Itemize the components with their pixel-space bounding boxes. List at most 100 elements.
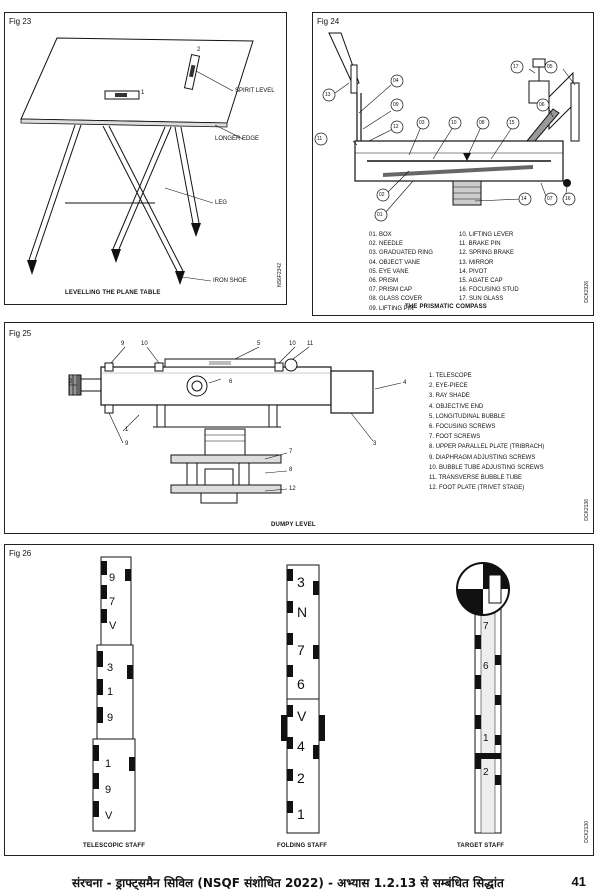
fig25-num-6: 6 [229,379,233,385]
fig25-num-8: 8 [289,467,293,473]
legend-item: 3. RAY SHADE [429,393,470,400]
fig23-code: NS6F2342 [277,263,283,287]
legend-item: 2. EYE-PIECE [429,383,468,390]
legend-item: 16. FOCUSING STUD [459,287,519,294]
telescopic-staff: 97V 319 19V [92,556,136,832]
svg-text:2: 2 [483,767,489,778]
legend-item: 04. OBJECT VANE [369,259,421,266]
legend-item: 06. PRISM [369,278,399,285]
svg-text:6: 6 [483,661,489,672]
fig24-caption: THE PRISMATIC COMPASS [405,304,487,310]
fig25-num-9a: 9 [121,341,125,347]
svg-text:1: 1 [107,686,113,698]
fig24-num-08: 08 [479,120,485,126]
fig24-code: DCK2326 [584,281,590,303]
fig24-num-14: 14 [521,196,527,202]
fig24-num-10: 10 [451,120,457,126]
target-staff: 7 6 1 2 [456,562,510,834]
caption-target-staff: TARGET STAFF [457,843,505,849]
legend-item: 08. GLASS COVER [369,296,423,303]
fig25-num-11: 11 [307,341,314,347]
page-footer: संरचना - ड्राफ्ट्समैन सिविल (NSQF संशोधि… [0,864,600,892]
legend-item: 10. BUBBLE TUBE ADJUSTING SCREWS [429,464,544,471]
fig24-num-06: 06 [539,102,545,108]
fig25-num-4: 4 [403,380,407,386]
svg-text:V: V [105,810,113,822]
callout-iron-shoe: IRON SHOE [213,278,247,284]
fig24-num-17: 17 [513,64,519,70]
svg-text:1: 1 [297,806,305,822]
fig24-num-05: 05 [547,64,553,70]
fig24-num-07: 07 [547,196,553,202]
legend-item: 03. GRADUATED RING [369,250,433,257]
legend-item: 10. LIFTING LEVER [459,232,514,238]
svg-text:9: 9 [109,572,115,584]
fig25-num-9b: 9 [125,441,129,447]
legend-item: 11. TRANSVERSE BUBBLE TUBE [429,475,523,482]
fig25-num-2: 2 [69,379,73,385]
legend-item: 4. OBJECTIVE END [429,403,484,410]
legend-item: 13. MIRROR [459,259,494,266]
legend-item: 9. DIAPHRAGM ADJUSTING SCREWS [429,454,536,461]
svg-text:N: N [297,604,307,620]
fig24-num-04: 04 [393,78,399,84]
svg-text:3: 3 [107,662,113,674]
fig25-num-1: 1 [125,427,129,433]
fig25-code: DCK2136 [584,499,590,521]
svg-text:6: 6 [297,676,305,692]
legend-item: 11. BRAKE PIN [459,241,501,248]
prismatic-compass-drawing [314,32,580,222]
fig23-caption: LEVELLING THE PLANE TABLE [65,290,161,296]
folding-staff: 3N 7 6V 4 2 1 [281,564,325,834]
legend-item: 7. FOOT SCREWS [429,434,481,441]
legend-item: 15. AGATE CAP [459,278,503,285]
legend-item: 12. SPRING BRAKE [459,250,515,257]
fig24-num-02: 02 [379,192,385,198]
svg-text:4: 4 [297,738,305,754]
svg-text:3: 3 [297,574,305,590]
plane-table-drawing [20,37,254,285]
legend-item: 01. BOX [369,232,392,238]
svg-text:7: 7 [297,642,305,658]
fig25-panel: Fig 25 [4,322,594,534]
svg-text:1: 1 [483,733,489,744]
fig24-num-15: 15 [509,120,515,126]
fig26-label: Fig 26 [9,549,32,558]
fig24-num-11: 11 [317,136,323,142]
legend-item: 8. UPPER PARALLEL PLATE (TRIBRACH) [429,444,545,451]
legend-item: 14. PIVOT [459,268,488,275]
fig25-num-7: 7 [289,449,293,455]
fig24-num-01: 01 [377,212,383,218]
footer-title: संरचना - ड्राफ्ट्समैन सिविल (NSQF संशोधि… [72,876,504,890]
svg-text:7: 7 [483,621,489,632]
fig23-panel: Fig 23 [4,12,287,305]
legend-item: 1. TELESCOPE [429,373,472,379]
svg-text:2: 2 [297,770,305,786]
legend-item: 17. SUN GLASS [459,296,504,303]
legend-item: 02. NEEDLE [369,241,404,248]
fig25-num-5: 5 [257,341,261,347]
fig23-callout-2: 2 [197,47,201,53]
svg-text:1: 1 [105,758,111,770]
dumpy-level-drawing [68,346,402,504]
staffs-drawing: 97V 319 19V 3N7 6V4 21 [92,556,510,834]
callout-spirit-level: SPIRIT LEVEL [235,88,275,94]
fig25-num-3: 3 [373,441,377,447]
callout-leg: LEG [215,200,228,206]
fig25-num-12: 12 [289,486,296,492]
svg-text:9: 9 [107,712,113,724]
legend-item: 5. LONGITUDINAL BUBBLE [429,413,506,420]
svg-text:V: V [297,708,307,724]
caption-folding-staff: FOLDING STAFF [277,843,328,849]
fig24-panel: Fig 24 [312,12,594,316]
fig25-num-10a: 10 [141,341,148,347]
fig24-num-09: 09 [393,102,399,108]
page-number: 41 [571,874,586,889]
svg-text:V: V [109,620,117,632]
legend-item: 07. PRISM CAP [369,287,413,294]
legend-item: 6. FOCUSING SCREWS [429,424,496,431]
fig24-label: Fig 24 [317,17,340,26]
fig26-code: DCK2130 [584,821,590,843]
callout-longer-edge: LONGER EDGE [215,136,260,142]
